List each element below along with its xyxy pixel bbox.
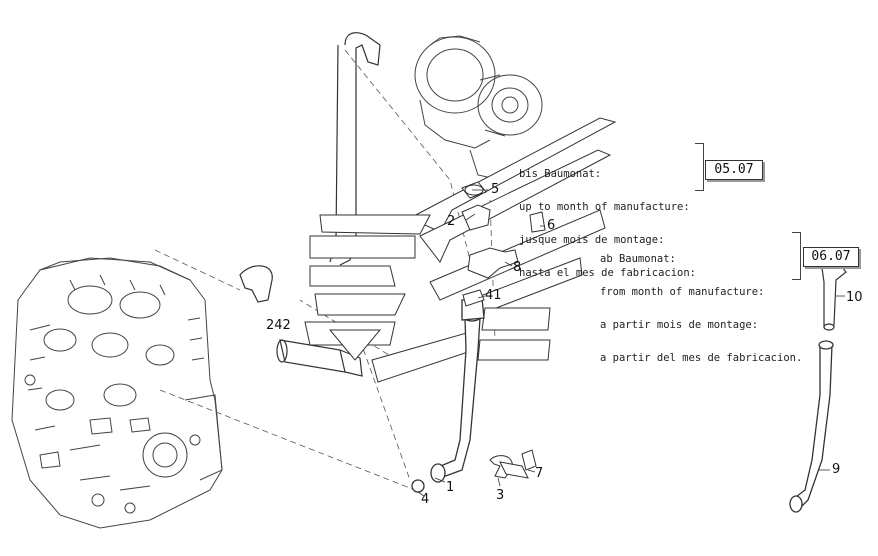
note-from-line-es: a partir del mes de fabricacion. [600,352,803,364]
callout-41: 41 [485,288,502,303]
note-from-bracket [792,232,801,280]
note-upto-line-en: up to month of manufacture: [519,201,690,213]
production-note-from: ab Baumonat: from month of manufacture: … [600,232,802,375]
callout-9: 9 [832,462,841,477]
date-code-from: 06.07 [803,247,859,267]
direction-arrows [304,117,617,383]
note-upto-line-de: bis Baumonat: [519,168,602,180]
callout-6: 6 [547,218,556,233]
oil-return-pipe-right [789,340,834,513]
note-from-line-en: from month of manufacture: [600,286,765,298]
callout-leaders [417,189,845,497]
note-upto-bracket [695,143,704,191]
callout-3: 3 [496,488,505,503]
note-upto-line-fr: jusque mois de montage: [519,234,665,246]
callout-10: 10 [846,290,863,305]
note-upto-line-es: hasta el mes de fabricacion: [519,267,697,279]
callout-5: 5 [491,182,500,197]
callout-2: 2 [447,214,456,229]
oil-return-pipe-center [411,297,485,493]
date-code-upto: 05.07 [705,160,763,180]
engine-block [11,257,223,529]
callout-8: 8 [513,260,522,275]
turbocharger [414,35,543,179]
callout-4: 4 [421,492,430,507]
note-from-line-de: ab Baumonat: [600,253,676,265]
callout-7: 7 [535,466,544,481]
callout-1: 1 [446,480,455,495]
note-from-line-fr: a partir mois de montage: [600,319,759,331]
production-note-upto: bis Baumonat: up to month of manufacture… [519,147,696,290]
hose-242 [239,265,363,377]
callout-242: 242 [266,318,291,333]
